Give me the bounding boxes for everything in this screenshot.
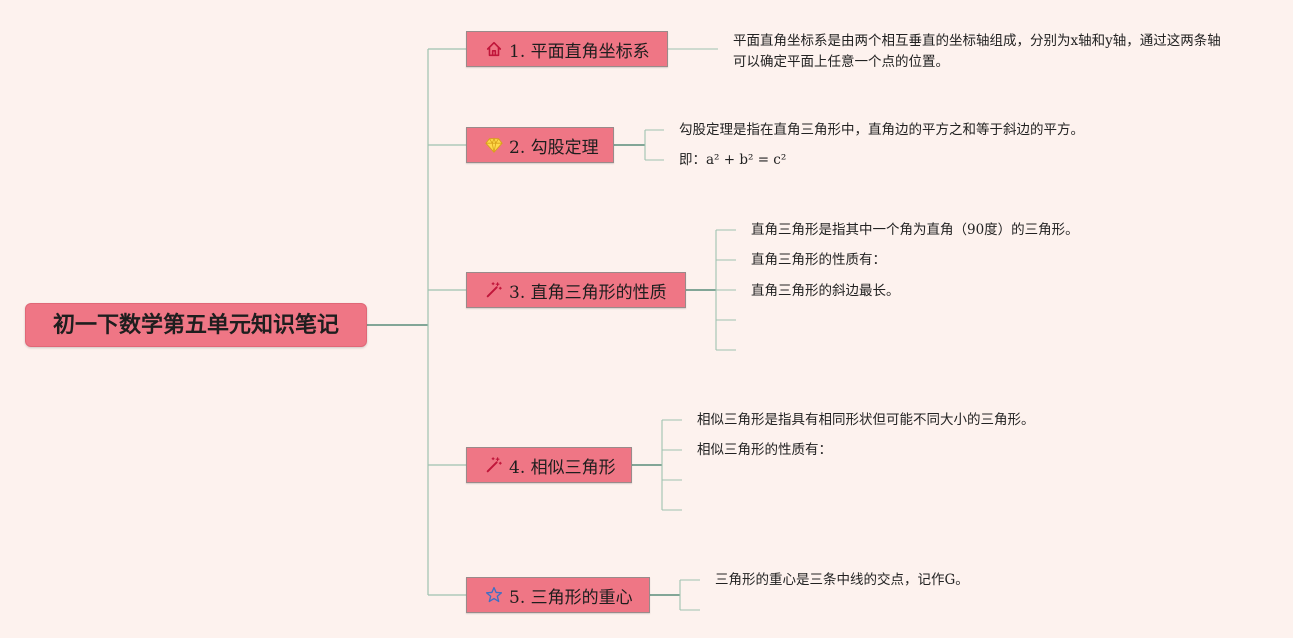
topic-label-1: 1. 平面直角坐标系	[509, 41, 650, 62]
leaf-connector-4	[661, 419, 682, 511]
note-4-2: 相似三角形的性质有：	[697, 442, 832, 458]
magic-wand-icon	[485, 456, 503, 474]
root-node[interactable]: 初一下数学第五单元知识笔记	[25, 303, 367, 347]
topic-node-4[interactable]: 4. 相似三角形	[466, 447, 632, 483]
topic-node-2[interactable]: 2. 勾股定理	[466, 127, 614, 163]
leaf-connector-2	[644, 129, 664, 161]
topic-node-3[interactable]: 3. 直角三角形的性质	[466, 272, 686, 308]
note-4-1: 相似三角形是指具有相同形状但可能不同大小的三角形。	[697, 412, 1035, 428]
magic-wand-icon	[485, 281, 503, 299]
note-3-2: 直角三角形的性质有：	[751, 252, 886, 268]
note-3-3: 直角三角形的斜边最长。	[751, 283, 900, 299]
home-icon	[485, 40, 503, 58]
note-1-1: 平面直角坐标系是由两个相互垂直的坐标轴组成，分别为x轴和y轴，通过这两条轴可以确…	[733, 33, 1221, 70]
diamond-icon	[485, 136, 503, 154]
leaf-connector-3	[715, 229, 736, 351]
topic-node-1[interactable]: 1. 平面直角坐标系	[466, 31, 668, 67]
leaf-connector-5	[679, 579, 700, 611]
topic-label-4: 4. 相似三角形	[509, 457, 616, 478]
note-5-1: 三角形的重心是三条中线的交点，记作G。	[715, 572, 969, 588]
note-2-2: 即：a² + b² = c²	[679, 152, 787, 168]
note-2-1: 勾股定理是指在直角三角形中，直角边的平方之和等于斜边的平方。	[679, 122, 1084, 138]
topic-node-5[interactable]: 5. 三角形的重心	[466, 577, 650, 613]
topic-label-5: 5. 三角形的重心	[509, 587, 633, 608]
star-icon	[485, 586, 503, 604]
topic-label-3: 3. 直角三角形的性质	[509, 282, 667, 303]
topic-label-2: 2. 勾股定理	[509, 137, 599, 158]
note-3-1: 直角三角形是指其中一个角为直角（90度）的三角形。	[751, 222, 1079, 238]
